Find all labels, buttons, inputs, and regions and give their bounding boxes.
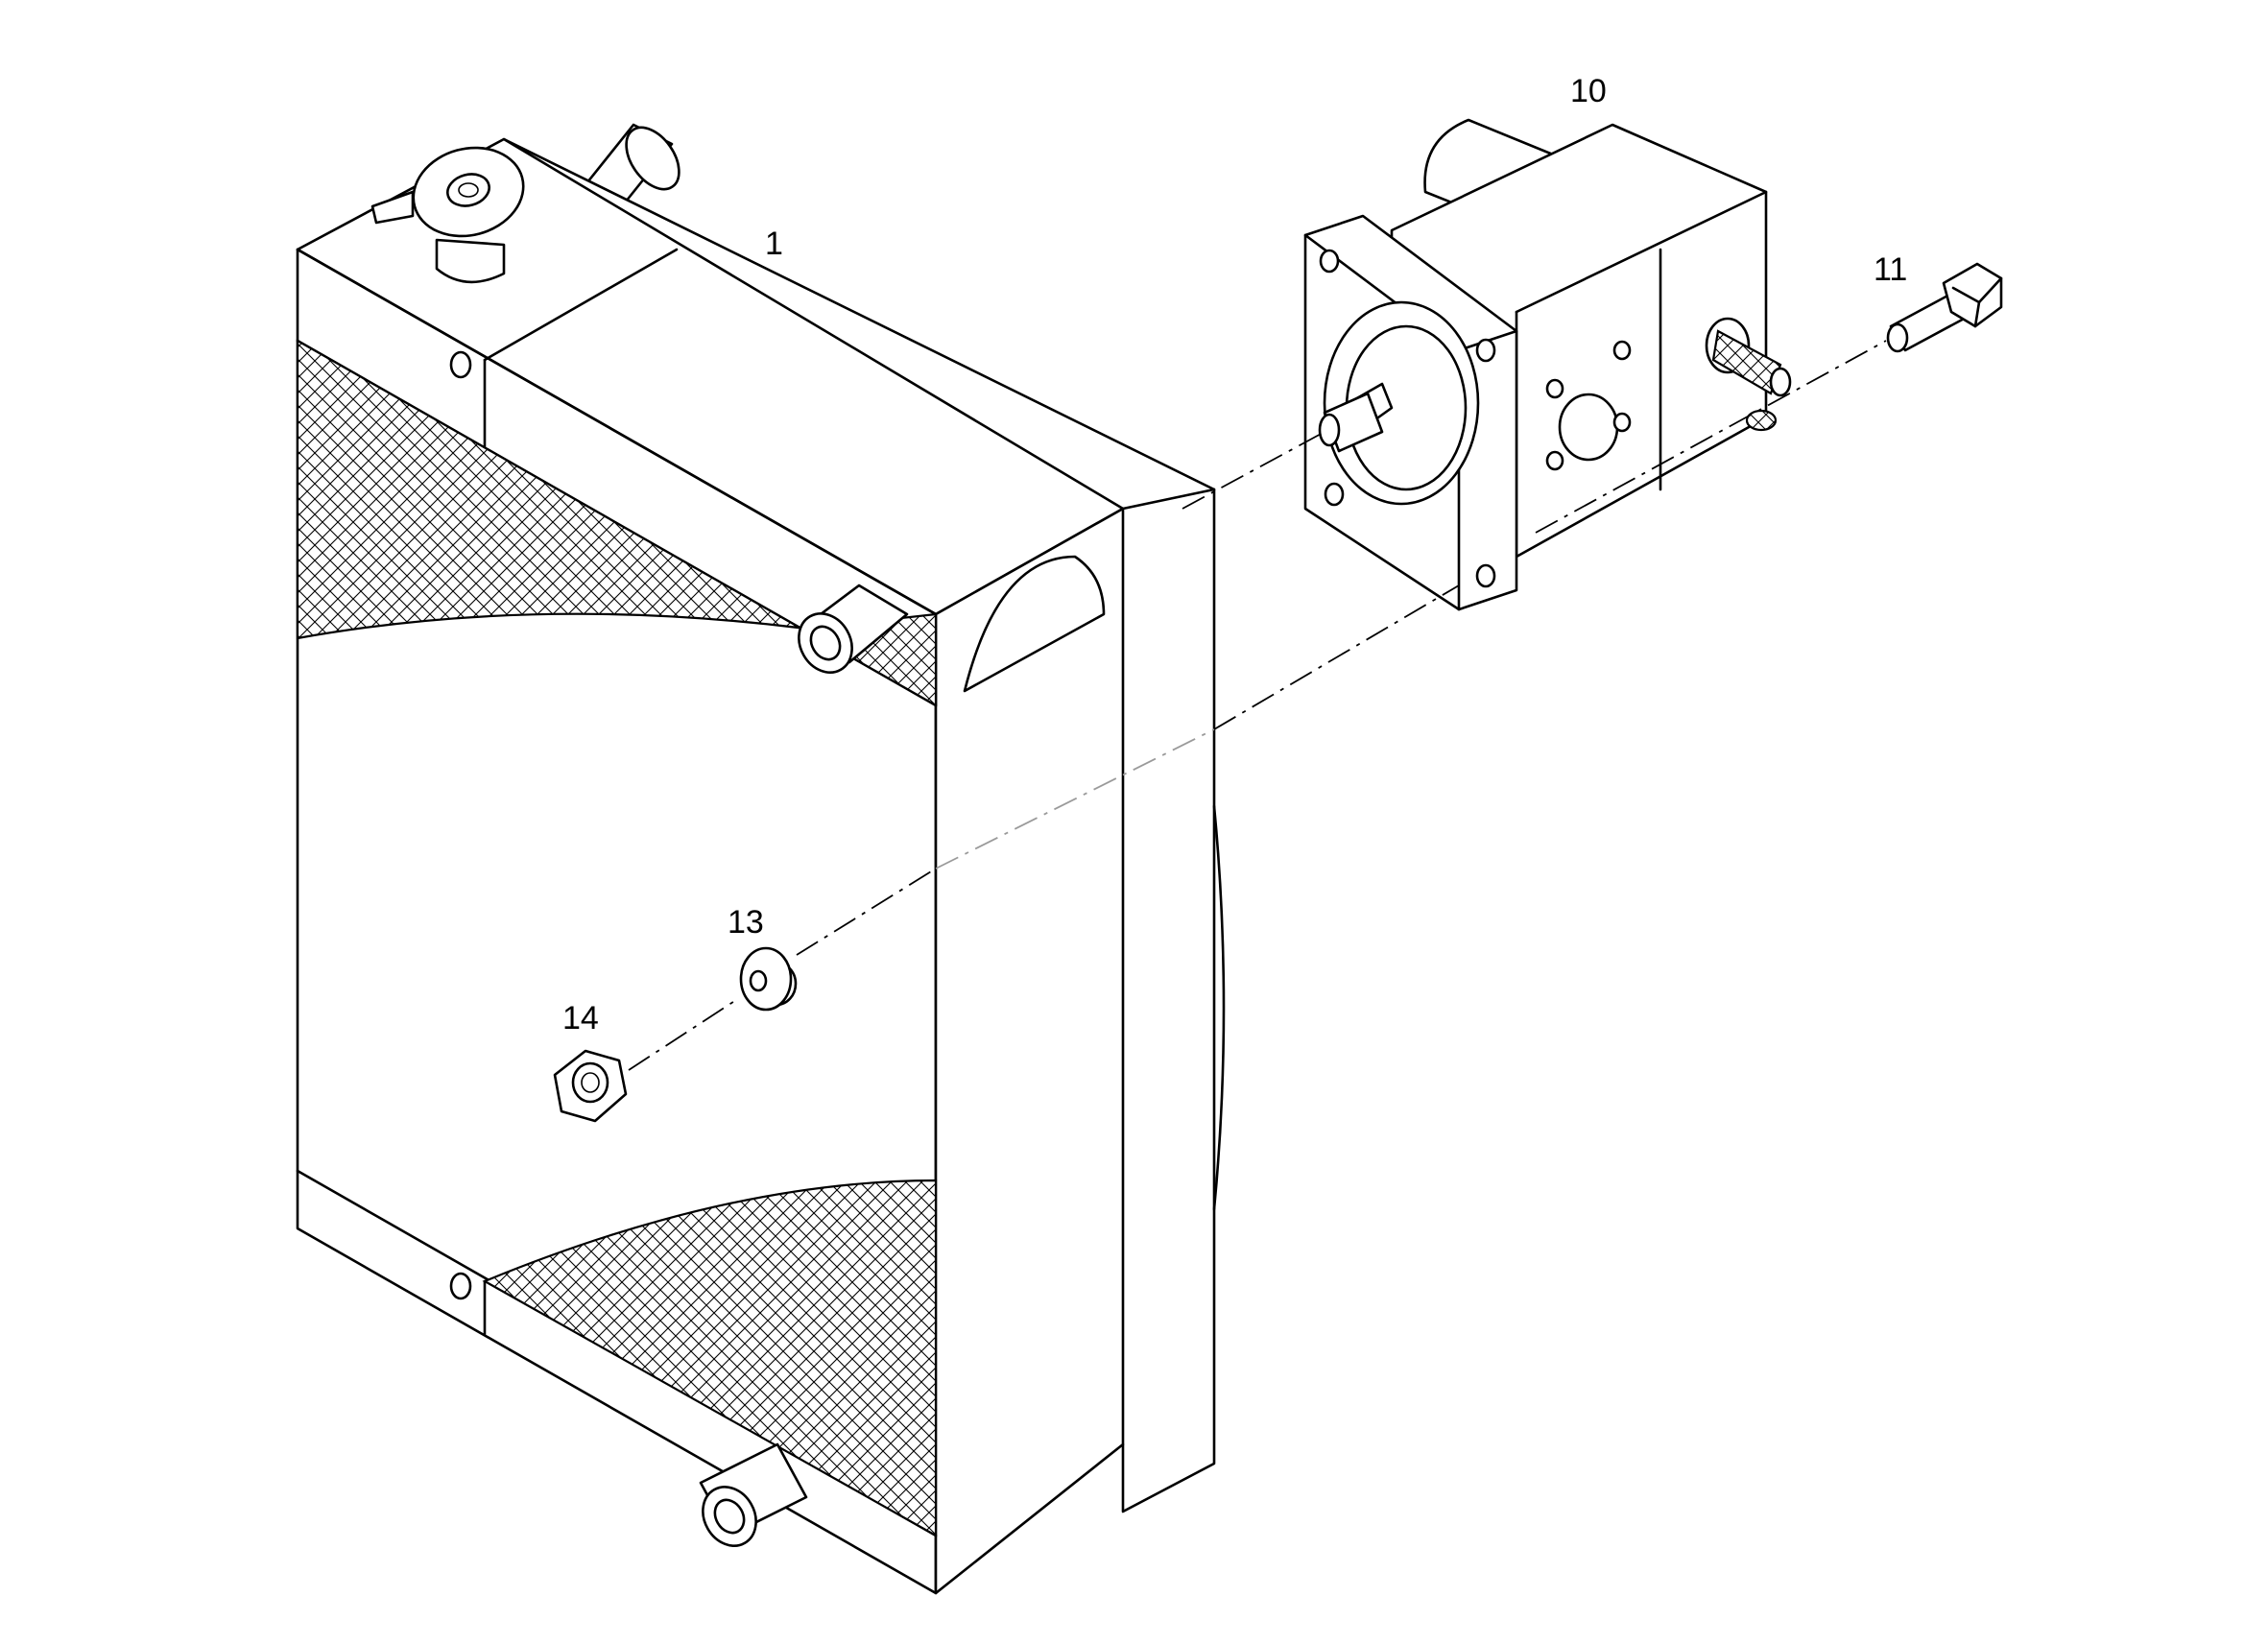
callout-10: 10 [1570, 73, 1607, 109]
assembly-centerlines [628, 340, 1887, 1071]
hydraulic-pump-part-10 [1303, 118, 1792, 611]
pump-fitting [1705, 317, 1792, 432]
radiator-part-1 [296, 123, 1226, 1595]
washer-part-13 [739, 946, 793, 1012]
radiator-filler-cap [370, 146, 525, 284]
callout-13: 13 [728, 904, 764, 941]
nut-part-14 [553, 1049, 628, 1123]
bolt-part-11 [1886, 262, 2003, 353]
mount-hole-icon [449, 350, 472, 379]
mount-hole-icon [449, 1272, 472, 1300]
callout-11: 11 [1874, 251, 1907, 288]
callout-14: 14 [562, 1000, 599, 1036]
radiator-right-pipe [798, 584, 909, 674]
radiator-lower-pipe [699, 1442, 808, 1547]
callout-1: 1 [765, 226, 783, 262]
